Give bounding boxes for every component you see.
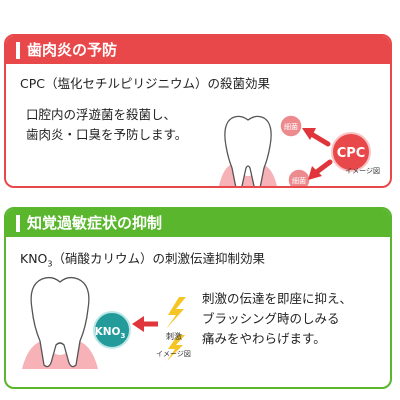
blocking-arrow-icon xyxy=(132,316,158,332)
kno3-badge-main: KNO xyxy=(95,326,121,338)
sensitivity-panel: 知覚過敏症状の抑制 KNO3（硝酸カリウム）の刺激伝達抑制効果 KNO3 刺激 … xyxy=(4,207,392,389)
gum-desc-line-2: 歯肉炎・口臭を予防します。 xyxy=(26,127,188,142)
bacteria-label-bottom: 細菌 xyxy=(292,176,306,185)
gum-desc-line-1: 口腔内の浮遊菌を殺菌し、 xyxy=(26,107,177,122)
kno3-subtitle-sub: 3 xyxy=(47,259,53,269)
header-accent-bar xyxy=(16,42,20,59)
kno3-subtitle: KNO3（硝酸カリウム）の刺激伝達抑制効果 xyxy=(20,248,265,269)
cpc-subtitle: CPC（塩化セチルピリジニウム）の殺菌効果 xyxy=(20,76,270,91)
gum-disease-panel: 歯肉炎の予防 CPC（塩化セチルピリジニウム）の殺菌効果 口腔内の浮遊菌を殺菌し… xyxy=(4,34,392,188)
header-accent-bar xyxy=(16,215,20,232)
sensitivity-desc-line-3: 痛みをやわらげます。 xyxy=(202,331,326,346)
sensitivity-desc-line-2: ブラッシング時のしみる xyxy=(202,311,340,326)
arrow-to-bottom-bacteria xyxy=(308,159,333,180)
cpc-illustration: 細菌 細菌 CPC xyxy=(219,114,371,186)
arrow-to-top-bacteria xyxy=(302,128,331,147)
kno3-badge-label: KNO3 xyxy=(95,326,126,340)
gum-disease-title: 歯肉炎の予防 xyxy=(27,41,118,59)
kno3-subtitle-main: KNO xyxy=(20,251,48,266)
tooth-shape xyxy=(30,276,90,368)
kno3-subtitle-rest: （硝酸カリウム）の刺激伝達抑制効果 xyxy=(52,251,265,266)
sensitivity-description: 刺激の伝達を即座に抑え、 ブラッシング時のしみる 痛みをやわらげます。 xyxy=(202,289,352,349)
sensitivity-desc-line-1: 刺激の伝達を即座に抑え、 xyxy=(202,291,353,306)
kno3-badge-sub: 3 xyxy=(120,332,125,340)
gum-disease-header: 歯肉炎の予防 xyxy=(6,36,390,64)
stimulus-label: 刺激 xyxy=(166,331,182,341)
tooth-icon xyxy=(219,115,277,186)
gum-disease-description: 口腔内の浮遊菌を殺菌し、 歯肉炎・口臭を予防します。 xyxy=(26,105,187,145)
bacteria-label-top: 細菌 xyxy=(284,122,298,131)
bacteria-icon-bottom: 細菌 xyxy=(287,168,311,186)
sensitivity-title: 知覚過敏症状の抑制 xyxy=(27,214,163,232)
gum-image-caption: イメージ図 xyxy=(345,167,380,175)
kno3-illustration: KNO3 刺激 xyxy=(22,276,186,369)
bacteria-icon-top: 細菌 xyxy=(279,114,303,138)
sensitivity-image-caption: イメージ図 xyxy=(156,350,191,358)
cpc-badge-label: CPC xyxy=(337,146,366,161)
tooth-icon xyxy=(22,276,98,369)
cpc-badge-icon: CPC xyxy=(331,132,371,172)
lightning-icon-top xyxy=(166,297,186,329)
gum-shape xyxy=(219,164,277,186)
gum-shape xyxy=(22,341,98,369)
tooth-shape xyxy=(224,115,272,186)
kno3-badge-icon: KNO3 xyxy=(93,311,131,349)
lightning-icon-bottom xyxy=(167,335,185,361)
sensitivity-header: 知覚過敏症状の抑制 xyxy=(6,209,390,237)
